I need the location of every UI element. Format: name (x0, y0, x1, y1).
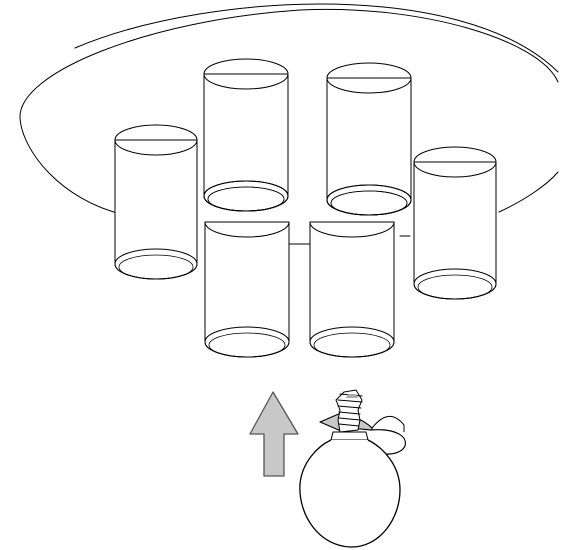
lamp-cylinder-back-right (326, 62, 412, 216)
globe-bulb-icon (299, 389, 401, 548)
lamp-cylinder-left (114, 124, 198, 280)
push-up-arrow-icon (249, 391, 299, 477)
lamp-cylinder-back-left (203, 58, 289, 212)
lamp-cylinder-front-right (309, 221, 395, 358)
lamp-cylinder-right (413, 146, 497, 300)
back-cylinder-rims (203, 180, 412, 216)
ceiling-canopy (19, 3, 559, 245)
lamp-cylinder-front-left (204, 221, 290, 358)
